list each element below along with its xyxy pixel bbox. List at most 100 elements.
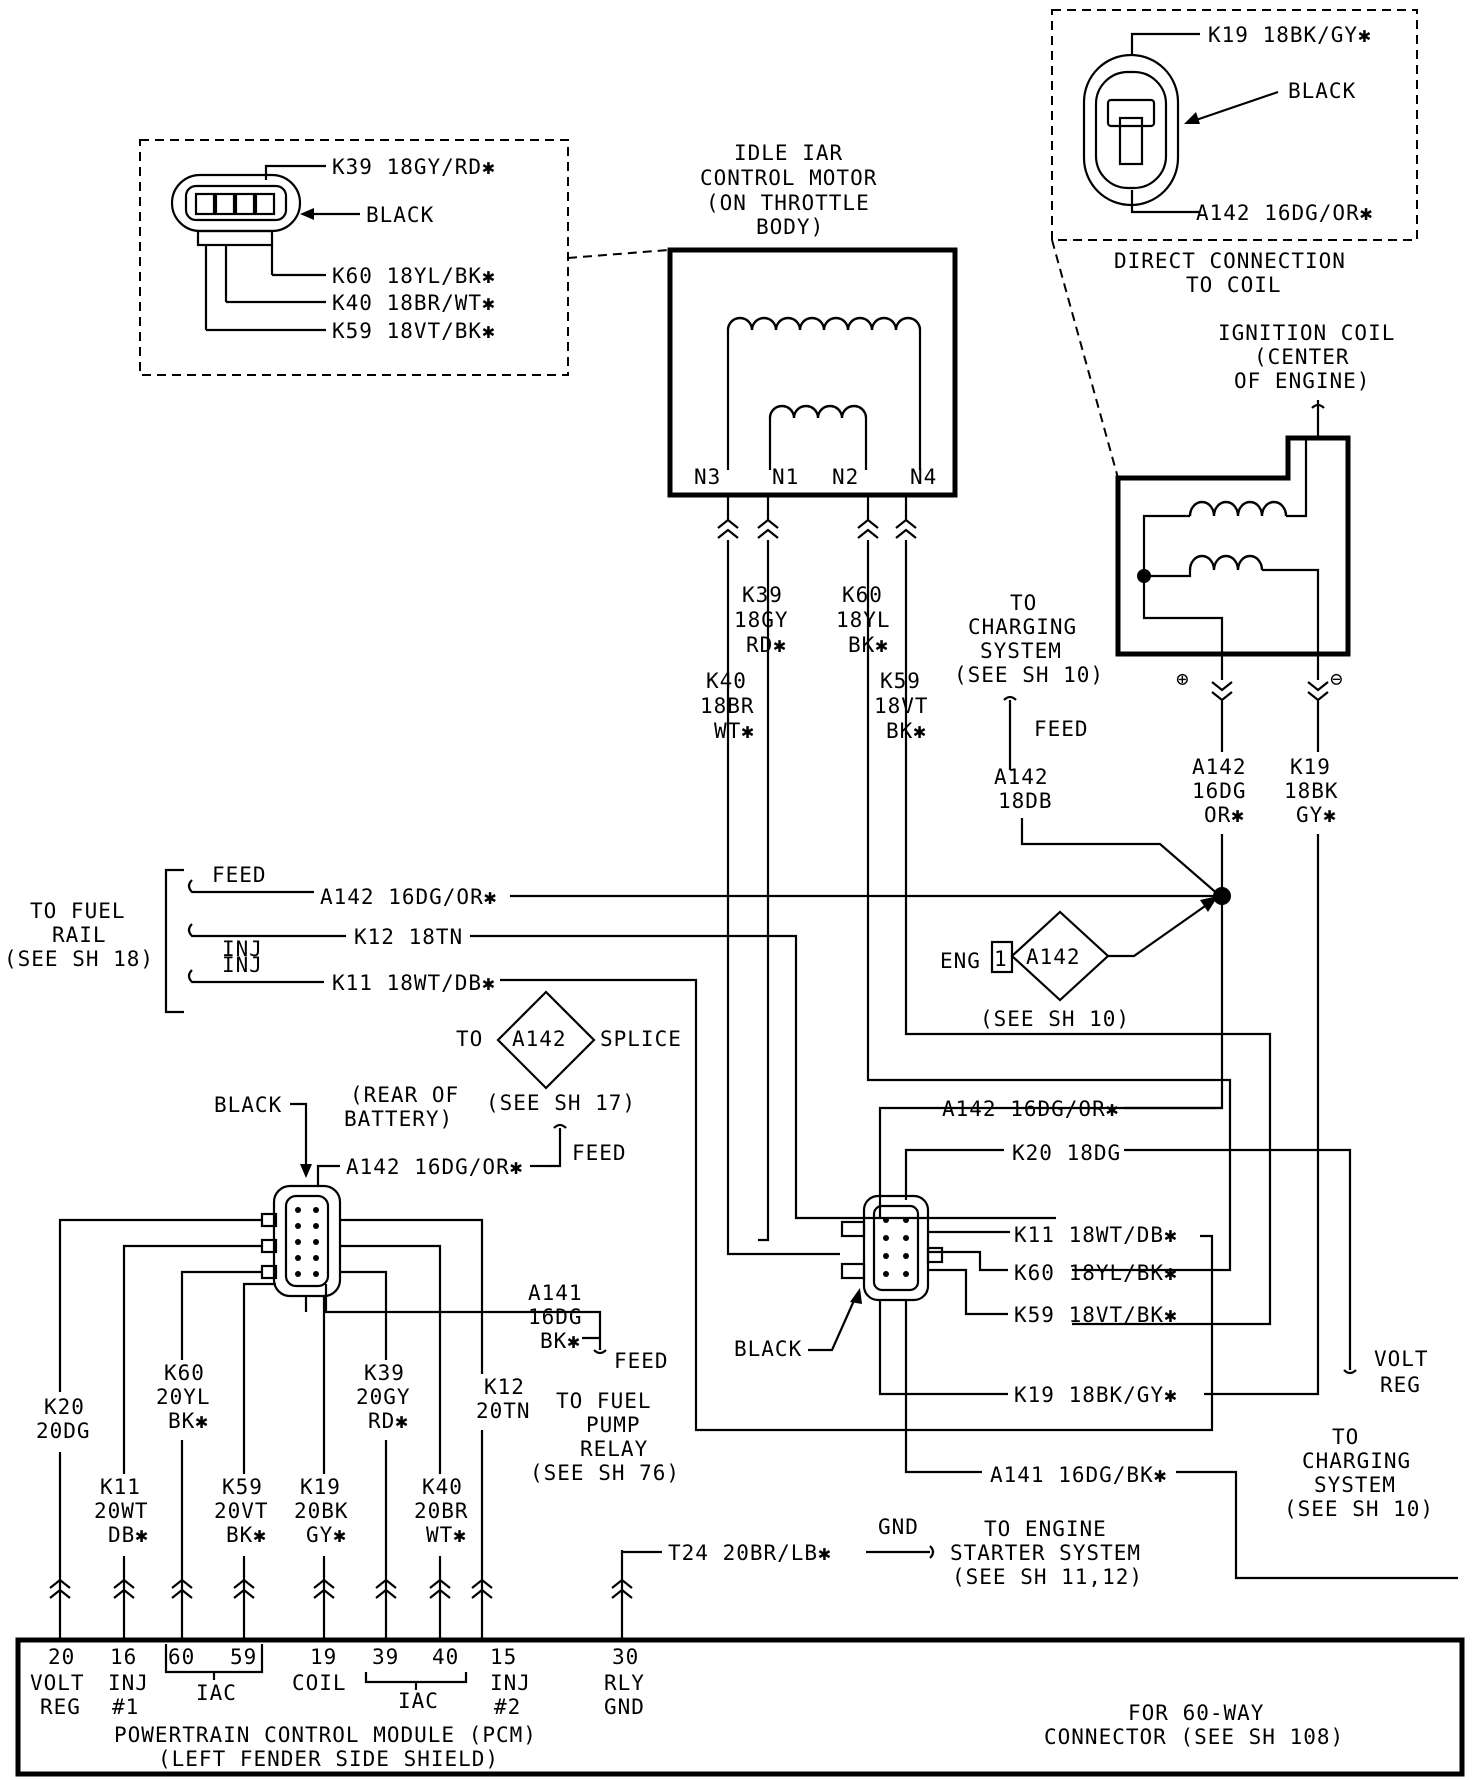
coil-connector-shell (1082, 53, 1180, 207)
pcm-box (15, 1637, 1465, 1777)
pcm-pin-15: 15 (490, 1645, 517, 1669)
right-connector: A142 16DG/OR✱ K20 18DG K11 18WT/DB✱ K60 … (734, 1097, 1458, 1580)
pcm-pin-19: 19 (310, 1645, 337, 1669)
battery-connector: BLACK (REAR OF BATTERY) A142 16DG/OR✱ (58, 1083, 602, 1640)
pcm-wire-k40-b: 20BR (414, 1499, 469, 1523)
pcm-iac-2: IAC (398, 1689, 439, 1713)
iac-pin-k39: K39 18GY/RD✱ (332, 155, 496, 179)
pcm-wire-k60-b: 20YL (156, 1385, 211, 1409)
pcm-wire-k12-b: 20TN (476, 1399, 531, 1423)
fuel-rail-wire-a142: A142 16DG/OR✱ (320, 885, 497, 909)
fuel-pump-relay: A141 16DG BK✱ FEED TO FUEL PUMP RELAY (S… (528, 1281, 680, 1485)
splice-feed: FEED (572, 1141, 627, 1165)
pcm-inj1-a: INJ (108, 1671, 149, 1695)
coil-wire-k19-c: GY✱ (1296, 803, 1337, 827)
iac-connector-inset: K39 18GY/RD✱ BLACK K60 18YL/BK✱ K40 18BR… (139, 139, 669, 376)
fuel-rail-label-1: TO FUEL (30, 899, 126, 923)
pcm-pin-40: 40 (432, 1645, 459, 1669)
coil-positive-terminal: ⊕ (1176, 667, 1190, 691)
pcm-pin-30: 30 (612, 1645, 639, 1669)
pcm-wire-k40-c: WT✱ (426, 1523, 467, 1547)
coil-wire-k19-a: K19 (1290, 755, 1331, 779)
coil-inset-caption-1: DIRECT CONNECTION (1114, 249, 1346, 273)
iac-pin-k59: K59 18VT/BK✱ (332, 319, 496, 343)
right-conn-k20: K20 18DG (1012, 1141, 1121, 1165)
eng-id: A142 (1026, 945, 1081, 969)
coil-wire-a142-c: OR✱ (1204, 803, 1245, 827)
battery-connector-shell (272, 1184, 342, 1298)
iac-motor-box (667, 247, 958, 498)
wire-k59-a: K59 (880, 669, 921, 693)
pcm-connector-note-1: FOR 60-WAY (1128, 1701, 1264, 1725)
iac-pin-n4: N4 (910, 465, 937, 489)
pcm-gnd: GND (604, 1695, 645, 1719)
pcm-connectors (49, 1578, 633, 1599)
volt-reg: VOLT REG TO CHARGING SYSTEM (SEE SH 10) (1284, 1347, 1433, 1521)
starter-label-3: (SEE SH 11,12) (952, 1565, 1143, 1589)
wire-k40-a: K40 (706, 669, 747, 693)
right-conn-k19: K19 18BK/GY✱ (1014, 1383, 1178, 1407)
pcm-wire-k40-a: K40 (422, 1475, 463, 1499)
starter-label-1: TO ENGINE (984, 1517, 1107, 1541)
charging-label-3: SYSTEM (980, 639, 1062, 663)
coil-title-1: IGNITION COIL (1218, 321, 1395, 345)
pcm-rly: RLY (604, 1671, 645, 1695)
coil-wire-a142-b: 16DG (1192, 779, 1247, 803)
pcm-pin-16: 16 (110, 1645, 137, 1669)
charging-wire-b: 18DB (998, 789, 1053, 813)
volt-reg-charging-3: SYSTEM (1314, 1473, 1396, 1497)
charging-system-feed: TO CHARGING SYSTEM (SEE SH 10) FEED A142… (954, 591, 1221, 897)
pcm-wire-k59-b: 20VT (214, 1499, 269, 1523)
pcm-pin-60: 60 (168, 1645, 195, 1669)
fuel-pump-feed: FEED (614, 1349, 669, 1373)
pcm-pin-59: 59 (230, 1645, 257, 1669)
charging-label-2: CHARGING (968, 615, 1077, 639)
pcm-wire-k20-a: K20 (44, 1395, 85, 1419)
right-conn-color: BLACK (734, 1337, 802, 1361)
iac-title-4: BODY) (756, 215, 824, 239)
fuel-pump-label-2: PUMP (586, 1413, 641, 1437)
fuel-pump-label-3: RELAY (580, 1437, 648, 1461)
coil-pin-a142: A142 16DG/OR✱ (1196, 201, 1373, 225)
volt-reg-charging-2: CHARGING (1302, 1449, 1411, 1473)
eng-pin: 1 (994, 947, 1008, 971)
volt-reg-label-2: REG (1380, 1373, 1421, 1397)
iac-title-1: IDLE IAR (734, 141, 843, 165)
eng-label: ENG (940, 949, 981, 973)
right-conn-k60: K60 18YL/BK✱ (1014, 1261, 1178, 1285)
coil-wire-a142-a: A142 (1192, 755, 1247, 779)
battery-conn-color: BLACK (214, 1093, 282, 1117)
splice-ref: TO A142 SPLICE (SEE SH 17) FEED (456, 990, 681, 1168)
fuel-pump-wire-b: 16DG (528, 1305, 583, 1329)
wire-k39-b: 18GY (734, 608, 789, 632)
ignition-coil-box (1115, 435, 1351, 657)
pcm-wire-k11-b: 20WT (94, 1499, 149, 1523)
pcm-location: (LEFT FENDER SIDE SHIELD) (158, 1747, 499, 1771)
pcm-wire-k39-b: 20GY (356, 1385, 411, 1409)
iac-connector-color: BLACK (366, 203, 434, 227)
charging-label-1: TO (1010, 591, 1037, 615)
volt-reg-charging-1: TO (1332, 1425, 1359, 1449)
pcm-wire-k59-c: BK✱ (226, 1523, 267, 1547)
pcm-inj1-b: #1 (112, 1695, 139, 1719)
starter-wire: T24 20BR/LB✱ (668, 1541, 832, 1565)
fuel-rail: TO FUEL RAIL (SEE SH 18) FEED INJ INJ A1… (4, 863, 1222, 1432)
fuel-pump-label-4: (SEE SH 76) (530, 1461, 680, 1485)
charging-label-4: (SEE SH 10) (954, 663, 1104, 687)
pcm-wire-k19-a: K19 (300, 1475, 341, 1499)
iac-wires (726, 540, 1272, 1326)
pcm-title: POWERTRAIN CONTROL MODULE (PCM) (114, 1723, 537, 1747)
coil-connector-color: BLACK (1288, 79, 1356, 103)
splice-id: A142 (512, 1027, 567, 1051)
pcm-wire-k39-c: RD✱ (368, 1409, 409, 1433)
fuel-rail-feed: FEED (212, 863, 267, 887)
fuel-rail-inj-2: INJ (222, 953, 263, 977)
splice-see: (SEE SH 17) (486, 1091, 636, 1115)
battery-rear-2: BATTERY) (344, 1107, 453, 1131)
fuel-rail-wire-k12: K12 18TN (354, 925, 463, 949)
starter-gnd: GND (878, 1515, 919, 1539)
battery-rear-1: (REAR OF (350, 1083, 459, 1107)
wire-k40-b: 18BR (700, 694, 755, 718)
iac-title-2: CONTROL MOTOR (700, 166, 877, 190)
